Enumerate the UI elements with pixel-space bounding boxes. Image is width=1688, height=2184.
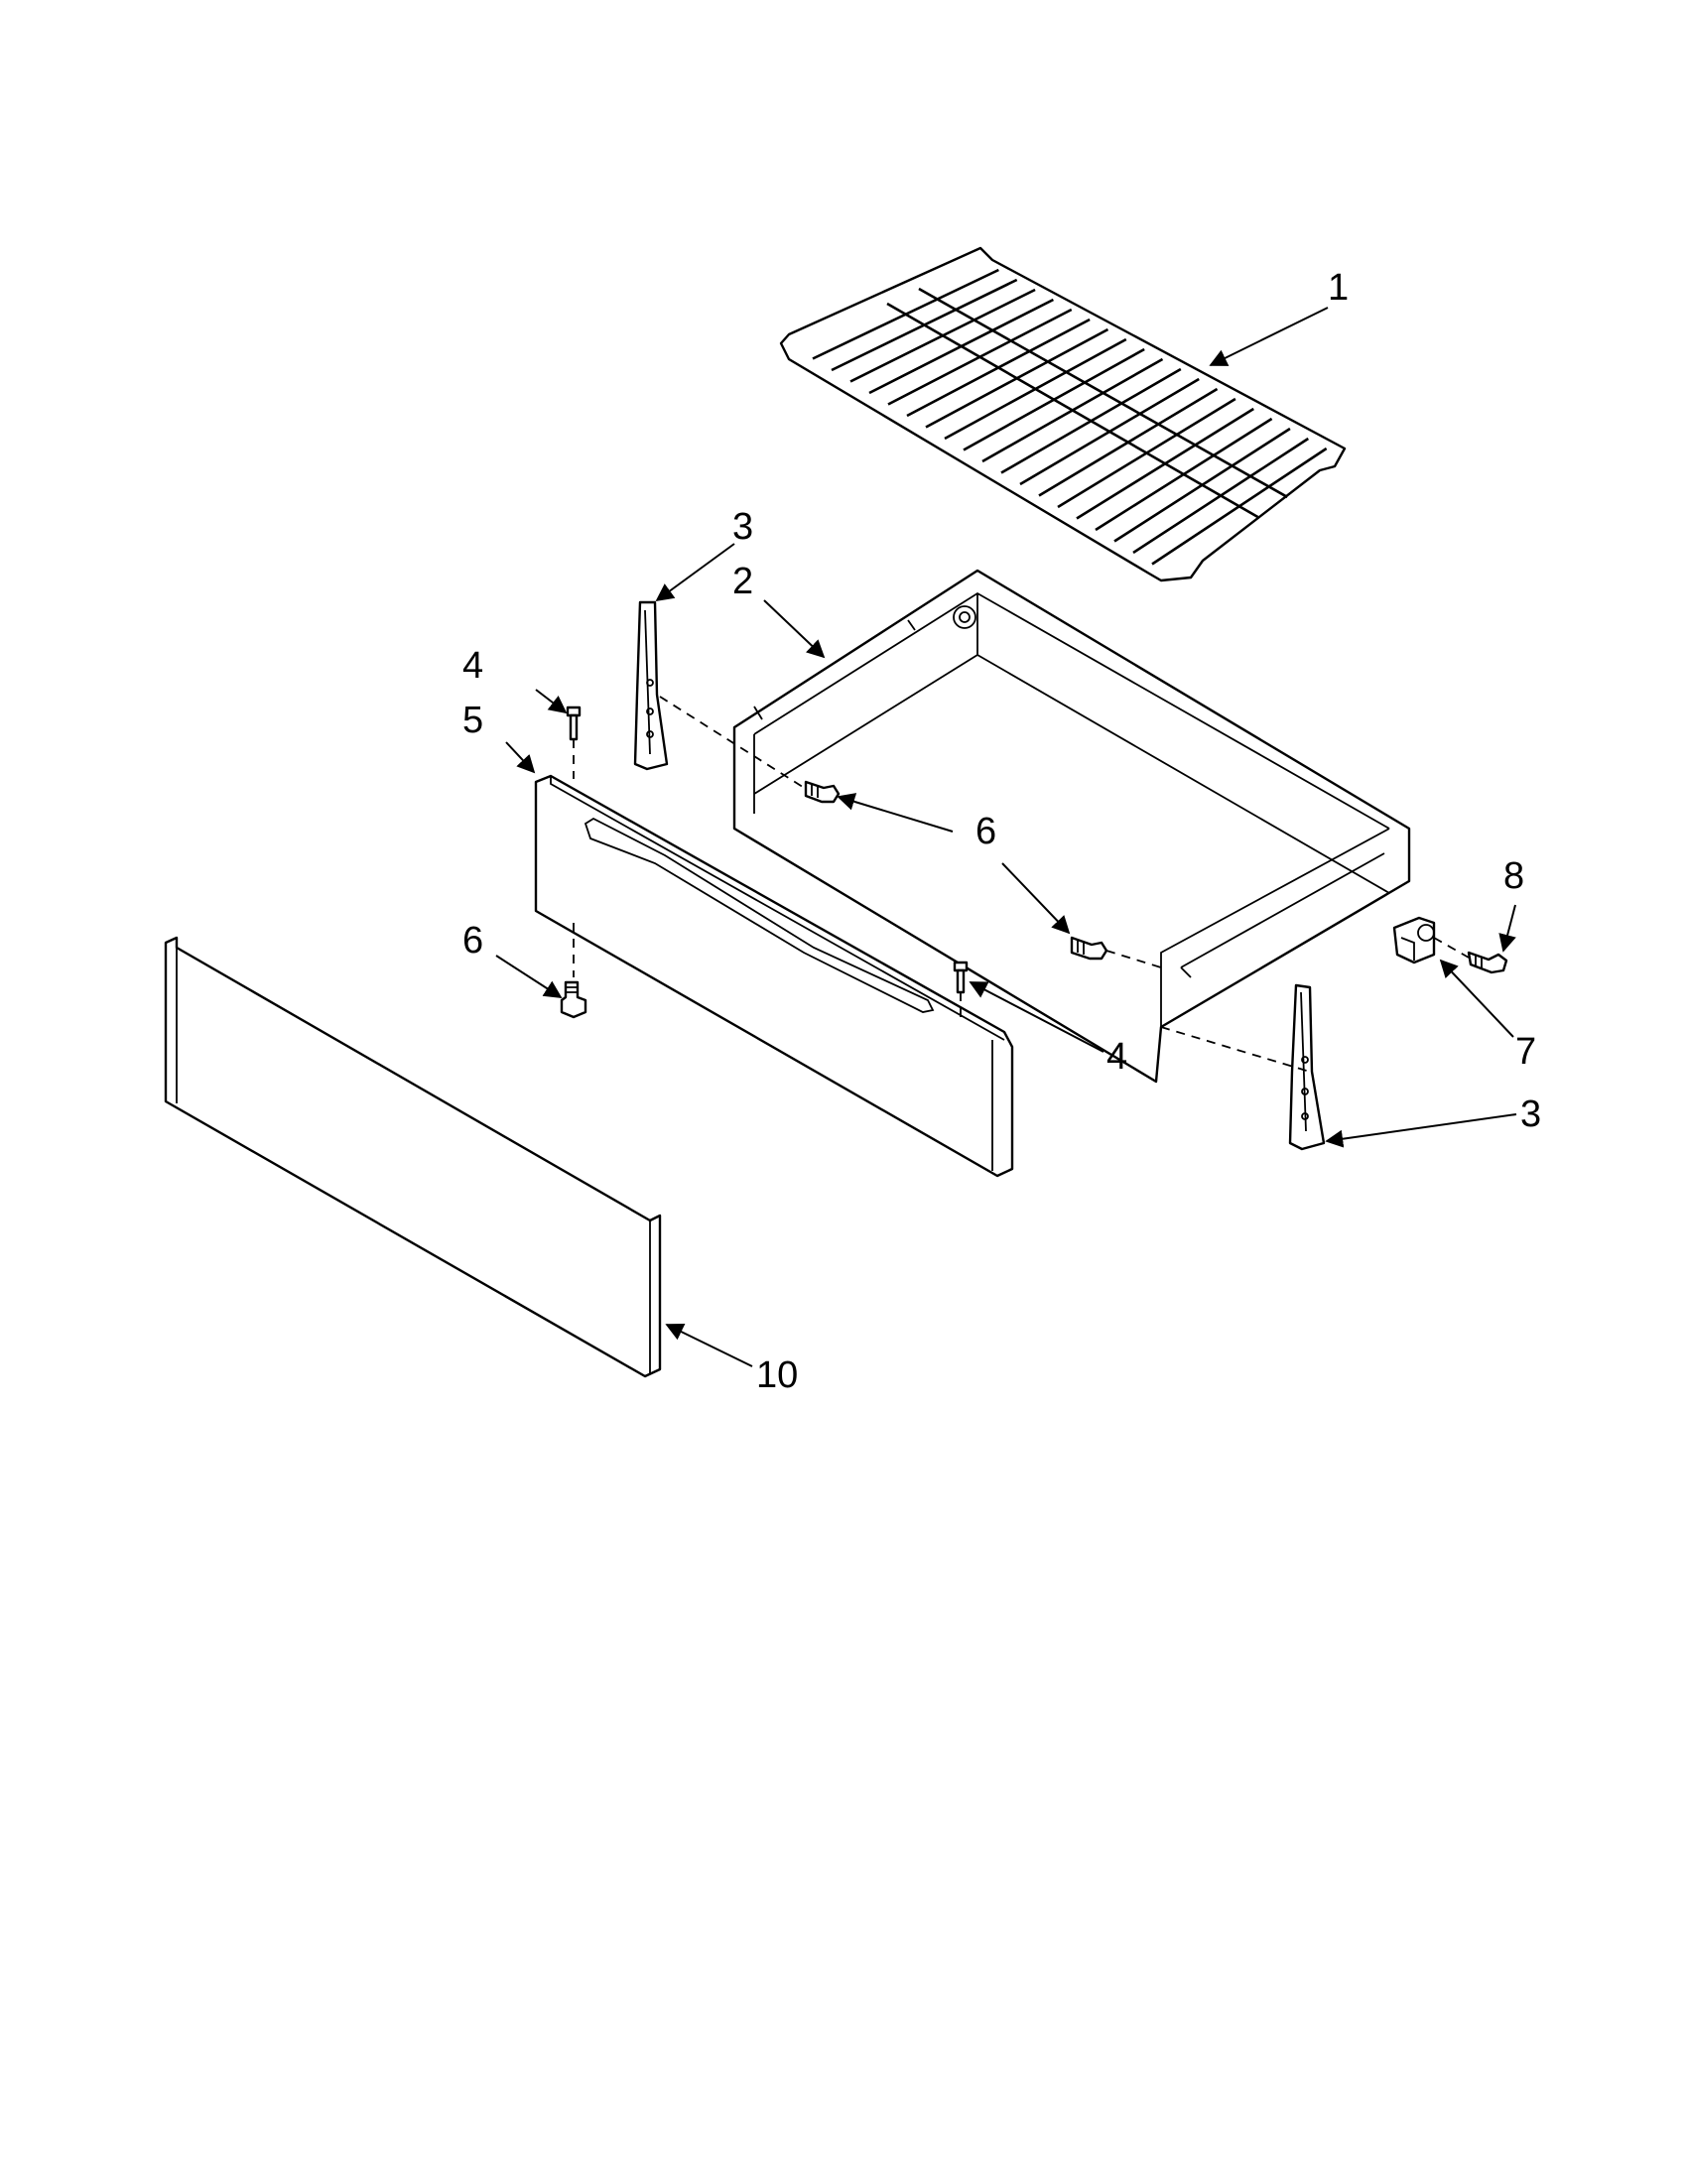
- oven-rack: [779, 246, 1347, 582]
- callout-8: 8: [1503, 855, 1524, 897]
- screw-4-lower: [953, 961, 969, 994]
- rack-cross-wire: [918, 287, 1288, 499]
- screw-6-lower: [1070, 936, 1108, 961]
- drawer-slide-support-left: [633, 600, 669, 771]
- kick-panel: [164, 936, 662, 1378]
- callout-6-middle: 6: [975, 811, 996, 852]
- callout-4-lower: 4: [1106, 1036, 1127, 1078]
- screw-4-upper: [566, 706, 582, 741]
- callouts: 1 3 2 4 5 6 8 6 4 7 3 10: [462, 267, 1541, 1396]
- callout-2: 2: [732, 561, 753, 602]
- callout-4-upper: 4: [462, 645, 483, 687]
- rack-cross-wire: [886, 302, 1259, 519]
- screw-6-upper: [804, 780, 841, 804]
- callout-3-upper: 3: [732, 506, 753, 548]
- leader-lines: [495, 307, 1517, 1367]
- callout-5: 5: [462, 700, 483, 741]
- bracket: [1392, 916, 1436, 964]
- callout-3-lower: 3: [1520, 1093, 1541, 1135]
- callout-1: 1: [1328, 267, 1349, 309]
- storage-drawer: [732, 569, 1411, 1084]
- callout-10: 10: [756, 1354, 798, 1396]
- screw-6-left: [560, 980, 587, 1019]
- drawer-front-panel: [534, 774, 1014, 1178]
- assembly-lines: [573, 696, 1470, 1073]
- callout-6-left: 6: [462, 920, 483, 962]
- drawer-slide-support-right: [1288, 983, 1326, 1151]
- callout-7: 7: [1515, 1031, 1536, 1073]
- screw-8: [1467, 951, 1508, 974]
